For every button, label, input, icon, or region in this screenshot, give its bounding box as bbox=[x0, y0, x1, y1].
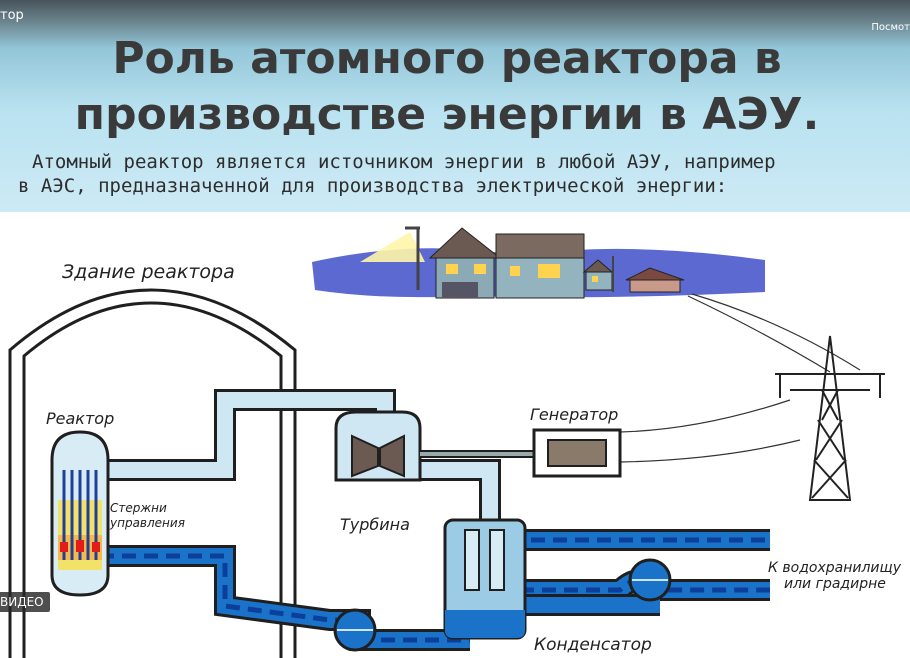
house-large bbox=[428, 227, 585, 299]
intro-line-2: в АЭС, предназначенной для производства … bbox=[18, 175, 728, 197]
label-turbine: Турбина bbox=[340, 515, 410, 534]
slide-title-line-1: Роль атомного реактора в bbox=[112, 33, 782, 84]
town-scene bbox=[312, 226, 765, 299]
label-condenser: Конденсатор bbox=[534, 635, 652, 655]
label-reactor-building: Здание реактора bbox=[62, 261, 235, 283]
water-pipe bbox=[100, 529, 770, 651]
intro-line-1: Атомный реактор является источником энер… bbox=[32, 151, 776, 173]
house-small-1 bbox=[582, 259, 614, 291]
generator bbox=[532, 428, 622, 478]
power-line bbox=[619, 293, 861, 463]
condenser bbox=[443, 518, 527, 640]
house-small-2 bbox=[625, 267, 685, 293]
intro-paragraph: Атомный реактор является источником энер… bbox=[18, 150, 908, 198]
video-title[interactable]: тор bbox=[0, 8, 24, 23]
label-generator: Генератор bbox=[530, 405, 618, 424]
slide-header-background bbox=[0, 0, 910, 212]
video-badge[interactable]: ВИДЕО bbox=[0, 592, 50, 612]
label-control-rods-1: Стержни bbox=[110, 501, 167, 515]
turbine bbox=[334, 410, 548, 482]
watch-later-label[interactable]: Посмот bbox=[871, 22, 910, 33]
reactor-vessel bbox=[50, 430, 110, 597]
steam-pipe bbox=[80, 389, 501, 520]
slide-title-line-2: производстве энергии в АЭУ. bbox=[74, 89, 820, 140]
label-reservoir-1: К водохранилищу bbox=[768, 560, 902, 576]
label-reservoir-2: или градирне bbox=[784, 576, 886, 592]
transmission-tower bbox=[775, 335, 885, 501]
label-reactor: Реактор bbox=[46, 409, 114, 428]
label-control-rods-2: управления bbox=[109, 516, 185, 530]
reactor-building bbox=[8, 288, 297, 658]
nuclear-plant-diagram: Здание реактора Реактор Стержни управлен… bbox=[8, 226, 902, 658]
